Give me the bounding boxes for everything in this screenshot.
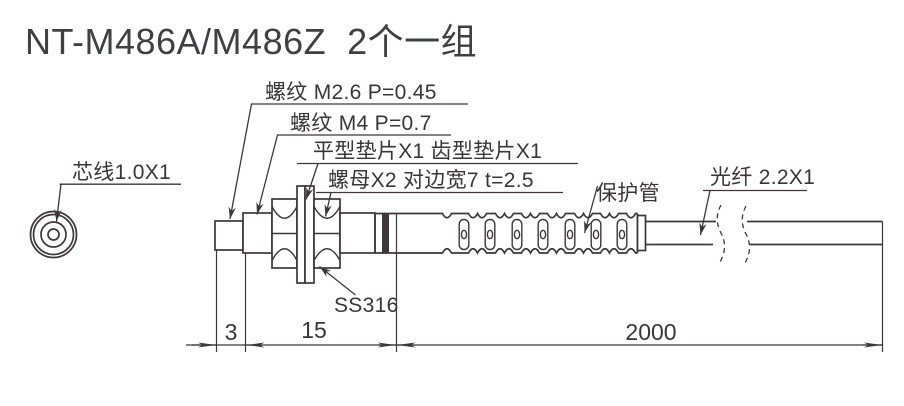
- label-nuts: 螺母X2 对边宽7 t=2.5: [328, 169, 534, 192]
- label-thread-fine: 螺纹 M2.6 P=0.45: [265, 81, 437, 104]
- fiber-end-view: [29, 210, 78, 259]
- flat-washer: [296, 185, 306, 284]
- leader-thread-main: [256, 134, 279, 215]
- dim-tip-length: 3: [225, 319, 238, 345]
- end-view-cladding-circle: [40, 221, 67, 248]
- end-view-inner-ring: [32, 213, 75, 256]
- tube-slot-hole: [486, 229, 494, 240]
- tube-end-cap: [636, 214, 647, 252]
- hex-nut-facets: [271, 206, 341, 261]
- leader-core-wire: [54, 183, 62, 222]
- m4-threaded-body-left: [242, 212, 273, 254]
- end-view-outer-ring: [29, 210, 78, 259]
- crimp-band: [382, 213, 389, 254]
- tube-slot: [590, 218, 602, 251]
- label-material: SS316: [334, 294, 399, 317]
- tube-slot: [511, 218, 523, 251]
- break-line: [741, 205, 751, 264]
- end-view-core-circle: [47, 228, 60, 241]
- dimensioning: [186, 213, 884, 352]
- m26-threaded-tip: [214, 220, 244, 251]
- sensor-head: [214, 185, 376, 284]
- toothed-washer: [304, 185, 315, 284]
- tube-slot: [458, 218, 470, 251]
- tube-bottom-edge: [375, 247, 638, 255]
- label-thread-main: 螺纹 M4 P=0.7: [290, 112, 432, 135]
- tube-slot-hole: [592, 229, 600, 240]
- leader-protective-tube: [583, 185, 599, 234]
- tube-slot: [484, 218, 496, 251]
- break-line: [716, 204, 726, 263]
- protective-tube: [374, 211, 647, 255]
- tube-slot-hole: [618, 229, 626, 240]
- fiber-cable: [645, 204, 883, 264]
- tube-slot: [564, 218, 576, 251]
- drawing-title: NT-M486A/M486Z 2个一组: [25, 21, 478, 62]
- leader-washers: [305, 163, 319, 200]
- label-core-wire: 芯线1.0X1: [72, 161, 171, 184]
- tube-slot-hole: [539, 229, 547, 240]
- m4-threaded-body-right: [339, 212, 376, 254]
- tube-top-edge: [375, 211, 638, 219]
- tube-slot-hole: [513, 229, 521, 240]
- dimension-labels: 3 15 2000: [225, 317, 677, 345]
- tube-slot: [616, 218, 628, 251]
- leader-material: [319, 265, 356, 296]
- leader-thread-fine: [228, 103, 253, 220]
- leader-fiber: [699, 190, 711, 236]
- leader-nuts: [324, 192, 332, 217]
- callout-leaders: [54, 103, 807, 296]
- label-fiber: 光纤 2.2X1: [710, 166, 815, 189]
- tube-slot: [537, 218, 549, 251]
- tube-slot-hole: [460, 229, 468, 240]
- label-washers: 平型垫片X1 齿型垫片X1: [313, 140, 542, 163]
- callout-labels: 芯线1.0X1 螺纹 M2.6 P=0.45 螺纹 M4 P=0.7 平型垫片X…: [72, 81, 815, 317]
- label-protective-tube: 保护管: [596, 182, 660, 205]
- dim-thread-length: 15: [301, 317, 327, 343]
- dim-cable-length: 2000: [625, 319, 676, 345]
- tube-slot-hole: [566, 229, 574, 240]
